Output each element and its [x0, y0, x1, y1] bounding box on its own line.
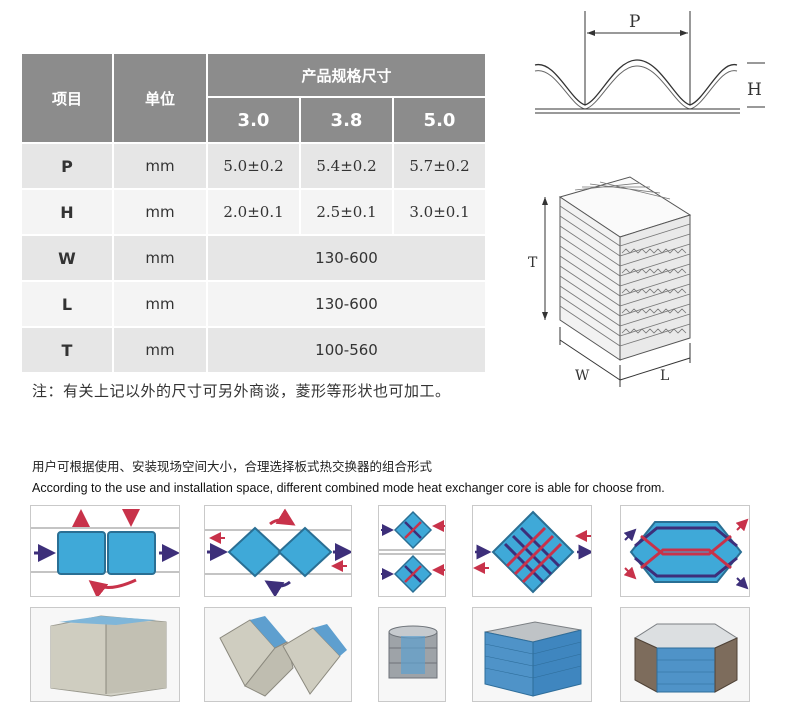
pitch-label: P [629, 12, 640, 32]
header-size-5-0: 5.0 [392, 96, 487, 144]
twin-diamond-icon [204, 505, 352, 597]
value-cell: 2.5±0.1 [299, 188, 394, 236]
header-size-3-8: 3.8 [299, 96, 394, 144]
param-cell: L [20, 280, 114, 328]
header-spec: 产品规格尺寸 [206, 52, 487, 98]
unit-cell: mm [112, 326, 208, 374]
stacked-cylinder-core-photo [378, 607, 446, 702]
unit-cell: mm [112, 142, 208, 190]
size-note: 注：有关上记以外的尺寸可另外商谈，菱形等形状也可加工。 [32, 382, 451, 400]
w-label: W [575, 368, 590, 384]
range-cell: 130-600 [206, 280, 487, 328]
unit-cell: mm [112, 234, 208, 282]
param-cell: T [20, 326, 114, 374]
value-cell: 5.4±0.2 [299, 142, 394, 190]
hexagon-counterflow-icon [620, 505, 750, 597]
stacked-diamond-icon [378, 505, 446, 597]
value-cell: 3.0±0.1 [392, 188, 487, 236]
table-row: W mm 130-600 [20, 234, 487, 282]
header-size-3-0: 3.0 [206, 96, 301, 144]
unit-cell: mm [112, 280, 208, 328]
header-unit: 单位 [112, 52, 208, 144]
table-row: T mm 100-560 [20, 326, 487, 374]
height-label: H [747, 80, 762, 100]
value-cell: 5.7±0.2 [392, 142, 487, 190]
l-label: L [660, 368, 669, 384]
table-row: L mm 130-600 [20, 280, 487, 328]
corrugation-wave-diagram: P H [534, 11, 765, 114]
table-row: P mm 5.0±0.2 5.4±0.2 5.7±0.2 [20, 142, 487, 190]
header-item: 项目 [20, 52, 114, 144]
side-by-side-squares-icon [30, 505, 180, 597]
param-cell: H [20, 188, 114, 236]
cube-core-photo [472, 607, 592, 702]
value-cell: 5.0±0.2 [206, 142, 301, 190]
table-row: H mm 2.0±0.1 2.5±0.1 3.0±0.1 [20, 188, 487, 236]
unit-cell: mm [112, 188, 208, 236]
core-block-diagram: T W L [528, 176, 692, 387]
hexagon-core-photo [620, 607, 750, 702]
value-cell: 2.0±0.1 [206, 188, 301, 236]
large-diamond-crossflow-icon [472, 505, 592, 597]
caption-chinese: 用户可根据使用、安装现场空间大小，合理选择板式热交换器的组合形式 [32, 459, 433, 474]
caption-english: According to the use and installation sp… [32, 481, 665, 495]
param-cell: W [20, 234, 114, 282]
param-cell: P [20, 142, 114, 190]
twin-diamond-core-photo [204, 607, 352, 702]
range-cell: 100-560 [206, 326, 487, 374]
range-cell: 130-600 [206, 234, 487, 282]
twin-box-core-photo [30, 607, 180, 702]
t-label: T [528, 255, 538, 271]
spec-table: 项目 单位 产品规格尺寸 3.0 3.8 5.0 P mm 5.0±0.2 5.… [20, 52, 487, 374]
